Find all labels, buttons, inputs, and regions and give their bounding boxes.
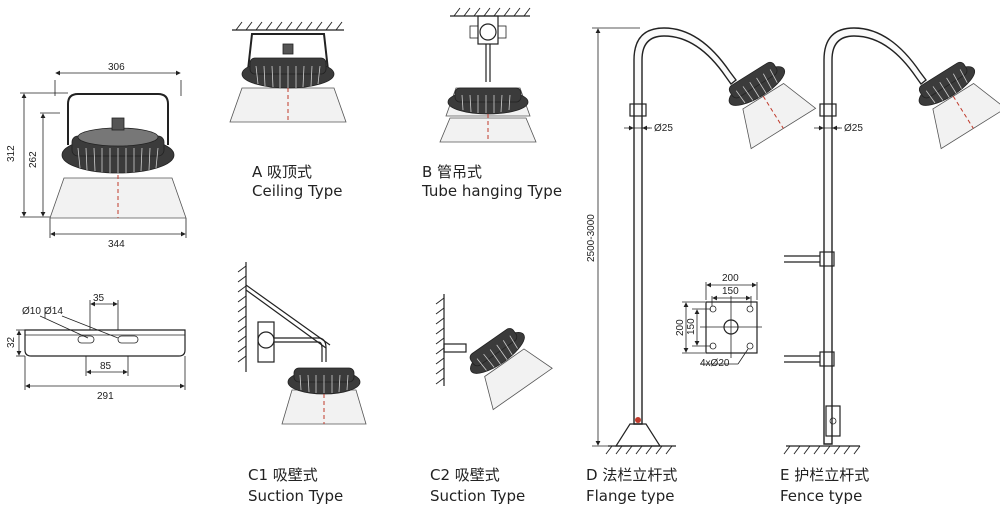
dim-slot-spacing: 85 xyxy=(100,361,112,372)
caption-c2-en: Suction Type xyxy=(430,487,526,505)
caption-e-en: Fence type xyxy=(780,487,863,505)
dim-height-body: 262 xyxy=(28,151,39,168)
dim-hole-small: Ø10 xyxy=(22,306,41,317)
suction-type-c1-drawing xyxy=(237,262,367,425)
fence-pole-drawing: Ø25 xyxy=(783,27,1000,455)
caption-b-cn: B 管吊式 xyxy=(422,163,483,181)
dim-flange-inner-h: 150 xyxy=(686,318,697,335)
dim-pole-height: 2500-3000 xyxy=(586,214,597,262)
bracket-drawing: 35 Ø10 Ø14 32 85 291 xyxy=(6,293,186,402)
dim-hole-large: Ø14 xyxy=(44,306,63,317)
caption-a-cn: A 吸顶式 xyxy=(252,163,313,181)
flange-plate-detail: 200 150 200 150 4xØ20 xyxy=(675,273,762,369)
caption-d-en: Flange type xyxy=(586,487,675,505)
caption-b-en: Tube hanging Type xyxy=(422,182,563,200)
caption-e-cn: E 护栏立杆式 xyxy=(780,466,870,484)
dim-height-overall: 312 xyxy=(6,145,17,162)
dim-flange-outer-w: 200 xyxy=(722,273,739,284)
caption-c1-cn: C1 吸壁式 xyxy=(248,466,318,484)
dim-bracket-height: 32 xyxy=(6,336,17,348)
dimension-front-view: 306 312 262 344 xyxy=(6,62,187,250)
caption-a-en: Ceiling Type xyxy=(252,182,343,200)
caption-c2-cn: C2 吸壁式 xyxy=(430,466,500,484)
tube-hanging-drawing xyxy=(439,7,537,143)
ceiling-type-drawing xyxy=(229,21,347,123)
dim-top-width: 306 xyxy=(108,62,125,73)
suction-type-c2-drawing xyxy=(435,294,553,411)
dim-bottom-width: 344 xyxy=(108,239,125,250)
dim-pole-diameter-e: Ø25 xyxy=(844,123,863,134)
dim-flange-holes: 4xØ20 xyxy=(700,358,730,369)
dim-flange-inner-w: 150 xyxy=(722,286,739,297)
dim-flange-outer-h: 200 xyxy=(675,319,686,336)
dim-bracket-length: 291 xyxy=(97,391,114,402)
dim-hole-spacing: 35 xyxy=(93,293,105,304)
flange-pole-drawing: 2500-3000 Ø25 xyxy=(586,27,817,455)
dim-pole-diameter-d: Ø25 xyxy=(654,123,673,134)
caption-c1-en: Suction Type xyxy=(248,487,344,505)
caption-d-cn: D 法栏立杆式 xyxy=(586,466,678,484)
